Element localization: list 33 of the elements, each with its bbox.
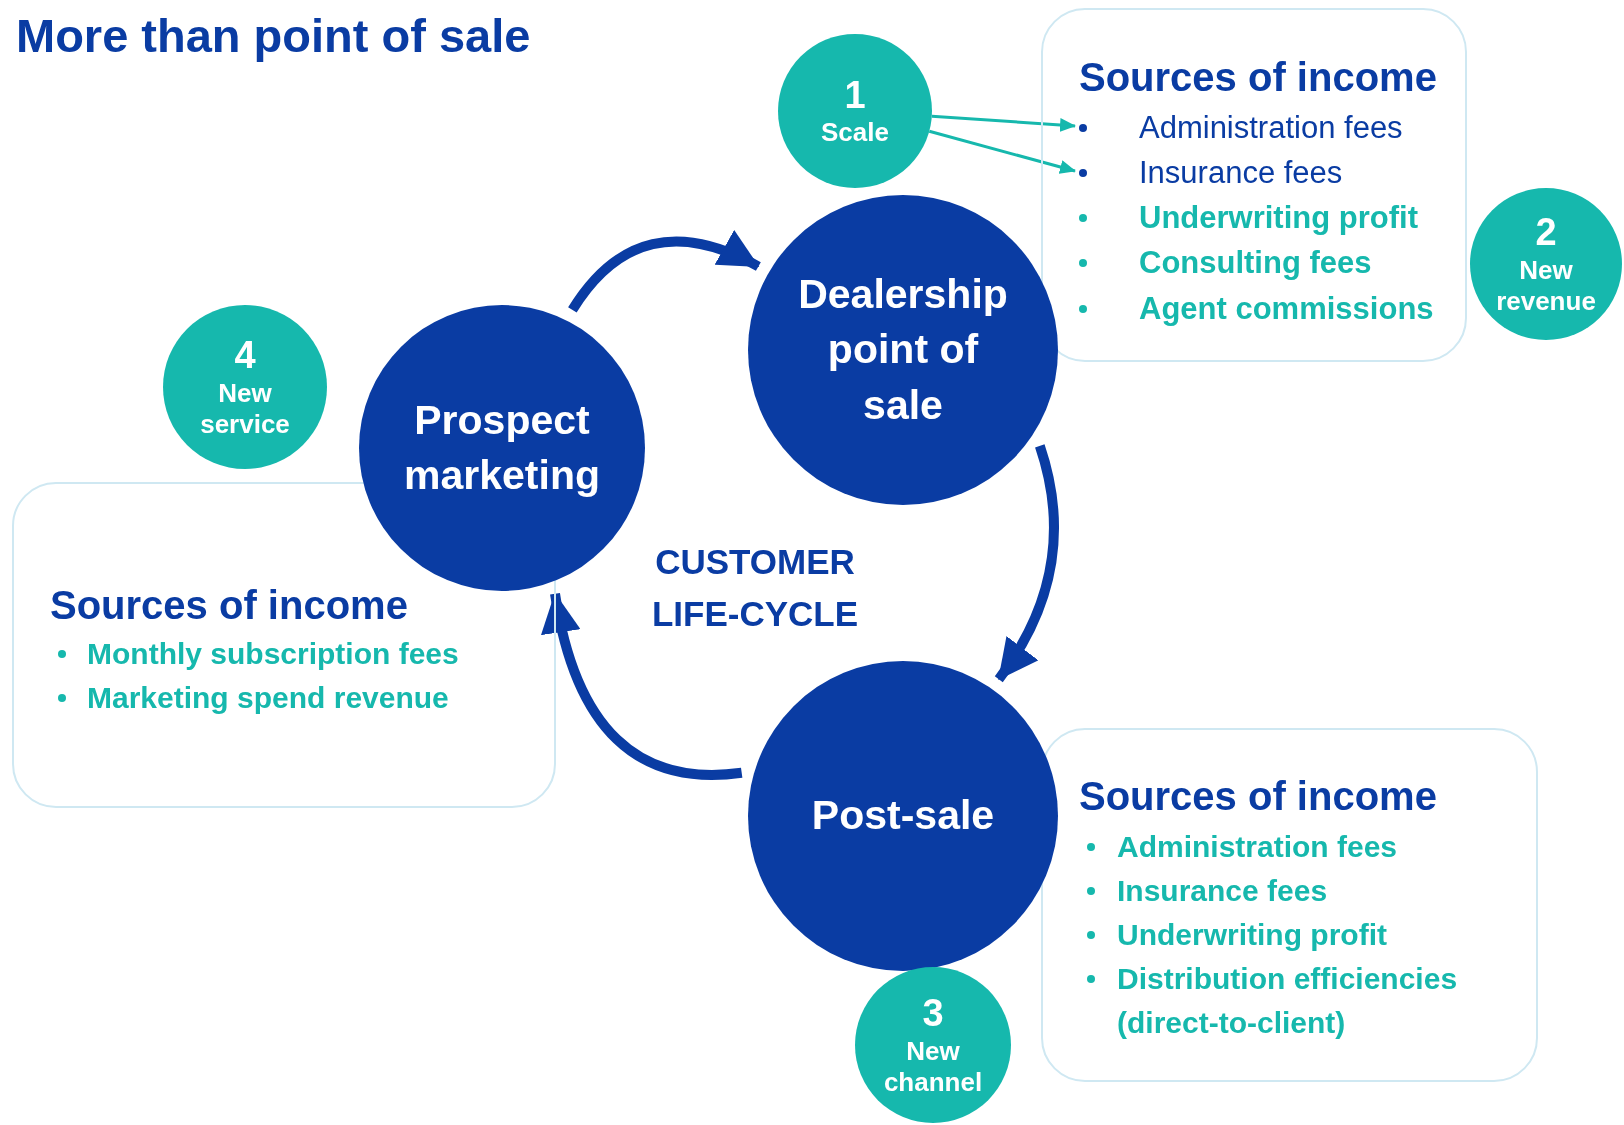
badge-label: Scale <box>821 117 889 149</box>
arrow <box>928 129 1076 174</box>
list-item: Consulting fees <box>1077 241 1372 285</box>
cycle-label: CUSTOMER LIFE-CYCLE <box>650 541 860 635</box>
stage-label: Prospect marketing <box>403 395 601 500</box>
list-item: Agent commissions <box>1077 287 1434 331</box>
arrow <box>568 231 761 313</box>
list-item: Distribution efficiencies (direct-to-client) <box>1085 957 1528 1045</box>
arrow <box>542 592 743 780</box>
step-number: 4 <box>234 333 256 378</box>
panel-heading: Sources of income <box>50 583 408 627</box>
list-item: Underwriting profit <box>1077 196 1418 240</box>
step-number: 3 <box>922 991 944 1036</box>
panel-heading: Sources of income <box>1079 774 1437 818</box>
stage-label: Dealership point of sale <box>797 270 1009 430</box>
badge-label: New channel <box>882 1035 984 1099</box>
badge-label: New revenue <box>1495 254 1597 318</box>
list-item: Monthly subscription fees <box>56 632 459 676</box>
income-panel <box>1041 728 1538 1082</box>
arrow <box>931 114 1076 132</box>
list-item: Marketing spend revenue <box>56 676 449 720</box>
list-item: Administration fees <box>1077 106 1403 150</box>
list-item: Administration fees <box>1085 825 1398 869</box>
list-item: Insurance fees <box>1077 151 1343 195</box>
diagram-title: More than point of sale <box>16 8 531 63</box>
badge-label: New service <box>199 377 291 441</box>
stage-label: Post-sale <box>811 791 995 841</box>
list-item: Insurance fees <box>1085 869 1328 913</box>
step-number: 1 <box>844 73 866 118</box>
arrow <box>994 444 1059 683</box>
step-number: 2 <box>1535 210 1557 255</box>
list-item: Underwriting profit <box>1085 913 1387 957</box>
panel-heading: Sources of income <box>1079 55 1437 99</box>
